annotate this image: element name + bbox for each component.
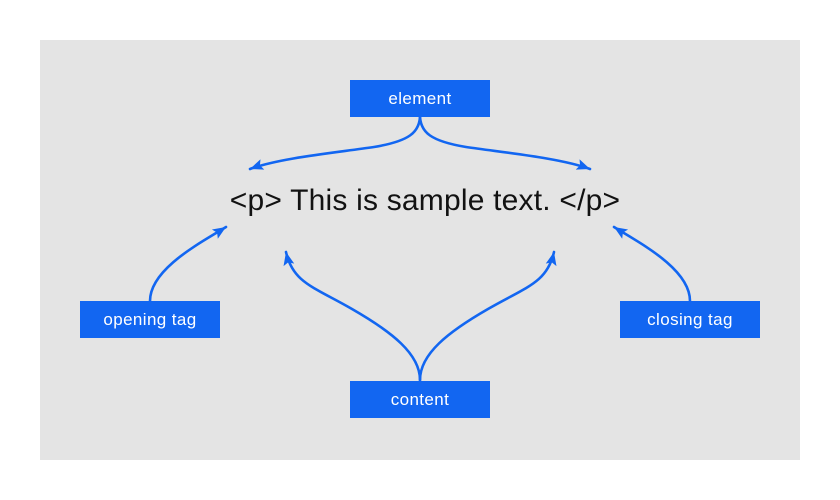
label-box-element: element	[350, 80, 490, 117]
opening-tag-label: opening tag	[103, 310, 197, 329]
label-box-closing-tag: closing tag	[620, 301, 760, 338]
closing-tag-label: closing tag	[647, 310, 733, 329]
element-label: element	[388, 89, 452, 108]
sample-code-text: <p> This is sample text. </p>	[229, 184, 621, 217]
content-label: content	[390, 390, 450, 409]
label-box-content: content	[350, 381, 490, 418]
label-box-opening-tag: opening tag	[80, 301, 220, 338]
